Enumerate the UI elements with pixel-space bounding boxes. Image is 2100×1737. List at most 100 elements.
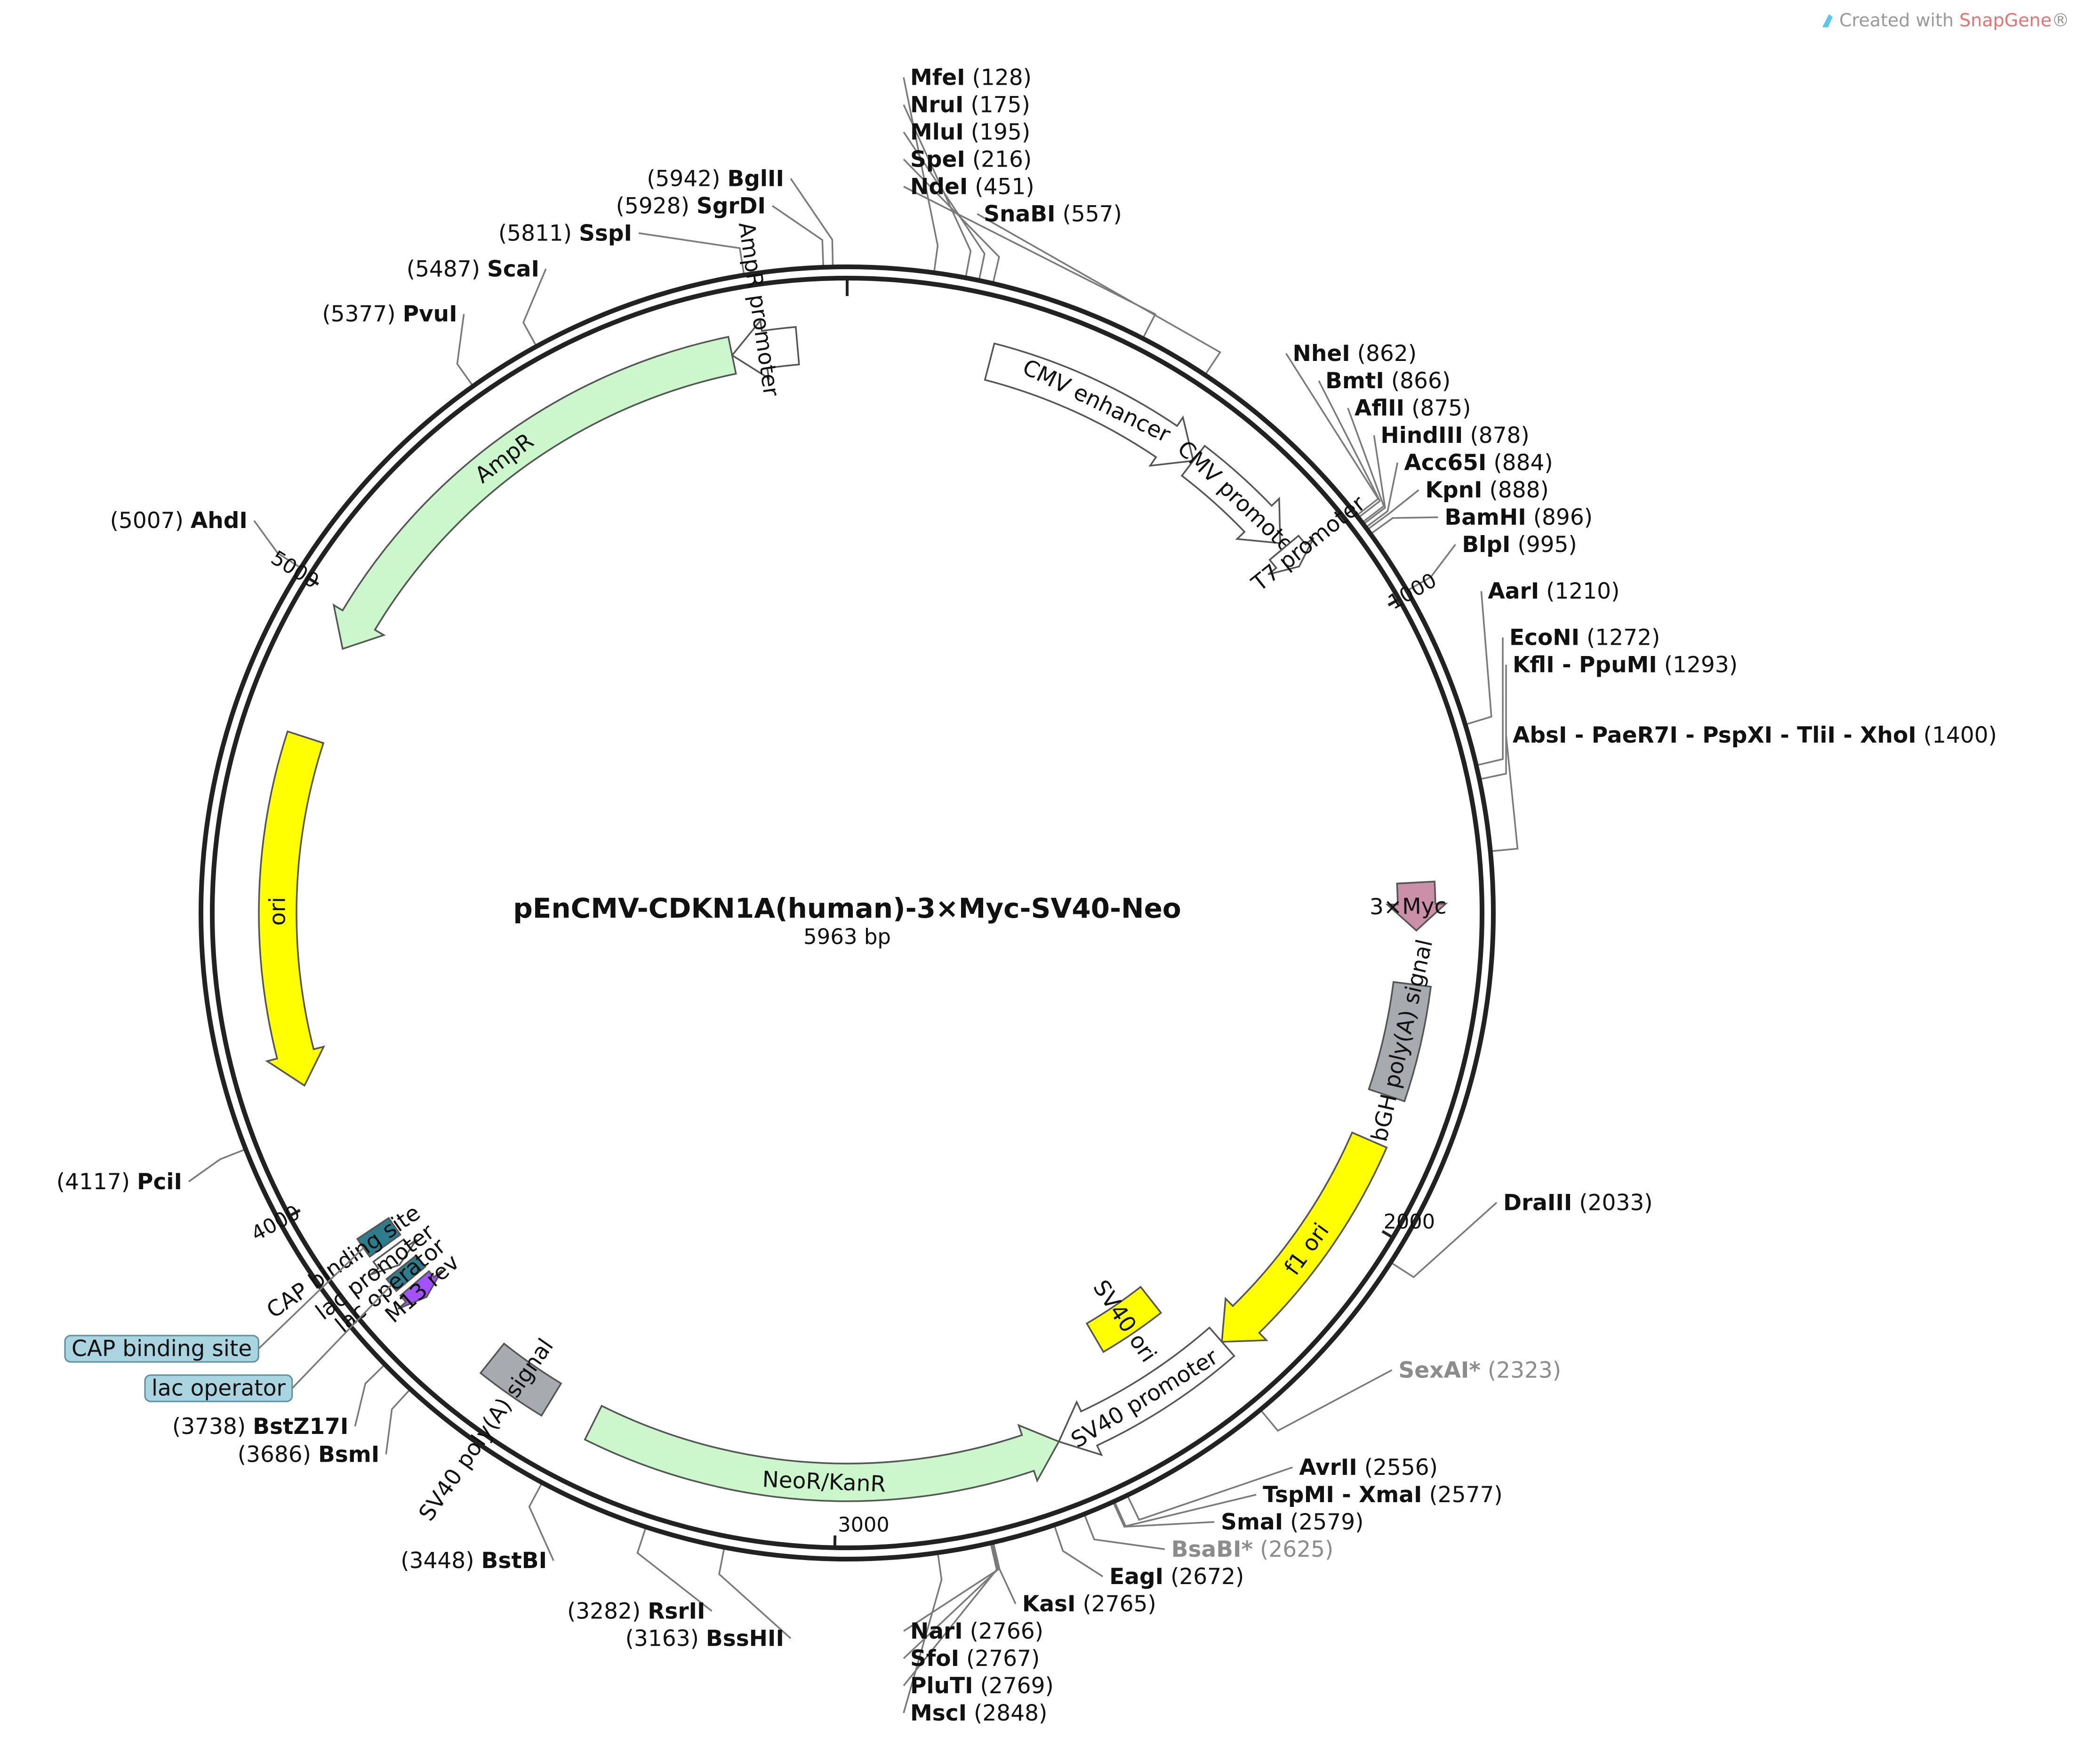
- site-hindiii: HindIII (878): [1380, 423, 1529, 448]
- site-name: SmaI: [1221, 1509, 1283, 1535]
- scale-tick-label: 3000: [838, 1513, 889, 1537]
- site-leader: [385, 1388, 412, 1455]
- site-label: (3686) BsmI: [238, 1441, 380, 1467]
- feature-shape-3-myc: [1385, 881, 1448, 932]
- site-position: (2765): [1082, 1591, 1156, 1617]
- feature-shape-lac-promoter: [369, 1238, 417, 1276]
- site-ndei: NdeI (451): [910, 174, 1034, 200]
- site-draiii: DraIII (2033): [1503, 1190, 1653, 1216]
- site-name: NheI: [1293, 341, 1350, 367]
- site-position: (557): [1062, 201, 1122, 227]
- site-kfli-ppumi: KflI - PpuMI (1293): [1513, 652, 1738, 678]
- site-bglii: (5942) BglII: [647, 166, 784, 192]
- site-bamhi: BamHI (896): [1444, 504, 1593, 530]
- site-leader: [1318, 380, 1381, 519]
- site-name: AhdI: [191, 508, 248, 534]
- site-label: NheI (862): [1293, 341, 1417, 367]
- site-leader-lines: [188, 77, 1519, 1713]
- site-bmti: BmtI (866): [1325, 368, 1451, 394]
- site-position: (5811): [498, 220, 572, 246]
- site-label: (3282) RsrII: [567, 1598, 705, 1624]
- scale-tick: [1381, 1230, 1393, 1239]
- plasmid-name: pEnCMV-CDKN1A(human)-3×Myc-SV40-Neo: [513, 892, 1181, 924]
- site-ahdi: (5007) AhdI: [110, 508, 248, 534]
- feature-label: CMV enhancer: [1018, 354, 1175, 448]
- site-position: (866): [1391, 368, 1451, 394]
- feature-shape-cmv-promoter: [1180, 444, 1281, 544]
- site-leader: [1347, 408, 1385, 524]
- site-leader: [1259, 1369, 1393, 1432]
- site-name: PvuI: [403, 301, 457, 327]
- site-position: (128): [972, 64, 1032, 90]
- site-label: SmaI (2579): [1221, 1509, 1363, 1535]
- scale-tick: [289, 1209, 301, 1217]
- site-position: (5377): [322, 301, 395, 327]
- feature-ori: ori: [258, 730, 325, 1087]
- site-position: (2766): [970, 1618, 1043, 1644]
- site-rsrii: (3282) RsrII: [567, 1598, 705, 1624]
- site-label: HindIII (878): [1380, 423, 1529, 448]
- callout-lac-operator: lac operator: [144, 1374, 293, 1402]
- site-position: (878): [1470, 423, 1529, 448]
- site-name: DraIII: [1503, 1190, 1572, 1216]
- site-acc65i: Acc65I (884): [1404, 450, 1553, 476]
- site-position: (1293): [1664, 652, 1738, 678]
- callout-leader: [291, 1284, 392, 1389]
- site-position: (896): [1533, 504, 1593, 530]
- site-name: NruI: [910, 92, 963, 118]
- site-label: NarI (2766): [910, 1618, 1043, 1644]
- feature-shape-cap-binding-site: [356, 1217, 401, 1258]
- site-leader: [903, 185, 1157, 340]
- site-name: KflI - PpuMI: [1513, 652, 1657, 678]
- site-label: SpeI (216): [910, 146, 1032, 172]
- site-name: KasI: [1022, 1591, 1076, 1617]
- site-position: (2556): [1364, 1455, 1438, 1481]
- site-label: (5928) SgrDI: [616, 193, 766, 219]
- site-name: SnaBI: [984, 201, 1055, 227]
- credit-text: Created with SnapGene®: [1839, 10, 2069, 31]
- site-leader: [1364, 462, 1399, 529]
- site-tspmi-xmai: TspMI - XmaI (2577): [1263, 1482, 1503, 1508]
- feature-ampr: AmpR: [332, 336, 737, 650]
- site-label: BmtI (866): [1325, 368, 1451, 394]
- scale-tick-label: 5000: [267, 546, 323, 593]
- site-kpni: KpnI (888): [1426, 477, 1549, 503]
- site-sfoi: SfoI (2767): [910, 1646, 1040, 1672]
- site-leader: [903, 131, 986, 282]
- scale-tick-label: 1000: [1384, 568, 1441, 615]
- feature-label: bGH poly(A) signal: [1366, 937, 1438, 1144]
- scale-tick: [308, 577, 319, 586]
- site-leader: [772, 205, 825, 268]
- site-position: (2625): [1260, 1537, 1333, 1562]
- site-label: (5377) PvuI: [322, 301, 457, 327]
- site-leader: [253, 520, 302, 569]
- site-name: PluTI: [910, 1673, 973, 1699]
- site-name: PciI: [137, 1169, 182, 1194]
- site-name: SspI: [579, 220, 632, 246]
- feature-label: AmpR promoter: [733, 220, 785, 398]
- site-position: (2033): [1579, 1190, 1652, 1216]
- site-position: (2769): [980, 1673, 1054, 1699]
- site-label: SexAI* (2323): [1398, 1357, 1561, 1383]
- site-label: Acc65I (884): [1404, 450, 1553, 476]
- feature-shape-ampr: [332, 336, 737, 650]
- site-position: (3282): [567, 1598, 641, 1624]
- site-nari: NarI (2766): [910, 1618, 1043, 1644]
- site-aflii: AflII (875): [1355, 395, 1471, 421]
- site-leader: [790, 178, 834, 268]
- feature-neor-kanr: NeoR/KanR: [584, 1404, 1060, 1502]
- site-label: SnaBI (557): [984, 201, 1122, 227]
- site-pvui: (5377) PvuI: [322, 301, 457, 327]
- site-leader: [903, 104, 972, 279]
- scale-tick: [1387, 598, 1399, 607]
- site-label: AvrII (2556): [1299, 1455, 1438, 1481]
- site-leader: [1478, 664, 1507, 781]
- site-position: (5928): [616, 193, 689, 219]
- callout-leader: [258, 1247, 364, 1350]
- feature-shape-ampr-promoter: [731, 319, 800, 380]
- site-label: NruI (175): [910, 92, 1030, 118]
- site-mfei: MfeI (128): [910, 64, 1032, 90]
- site-name: MluI: [910, 119, 964, 145]
- site-label: (5487) ScaI: [407, 256, 539, 282]
- site-label: (5007) AhdI: [110, 508, 248, 534]
